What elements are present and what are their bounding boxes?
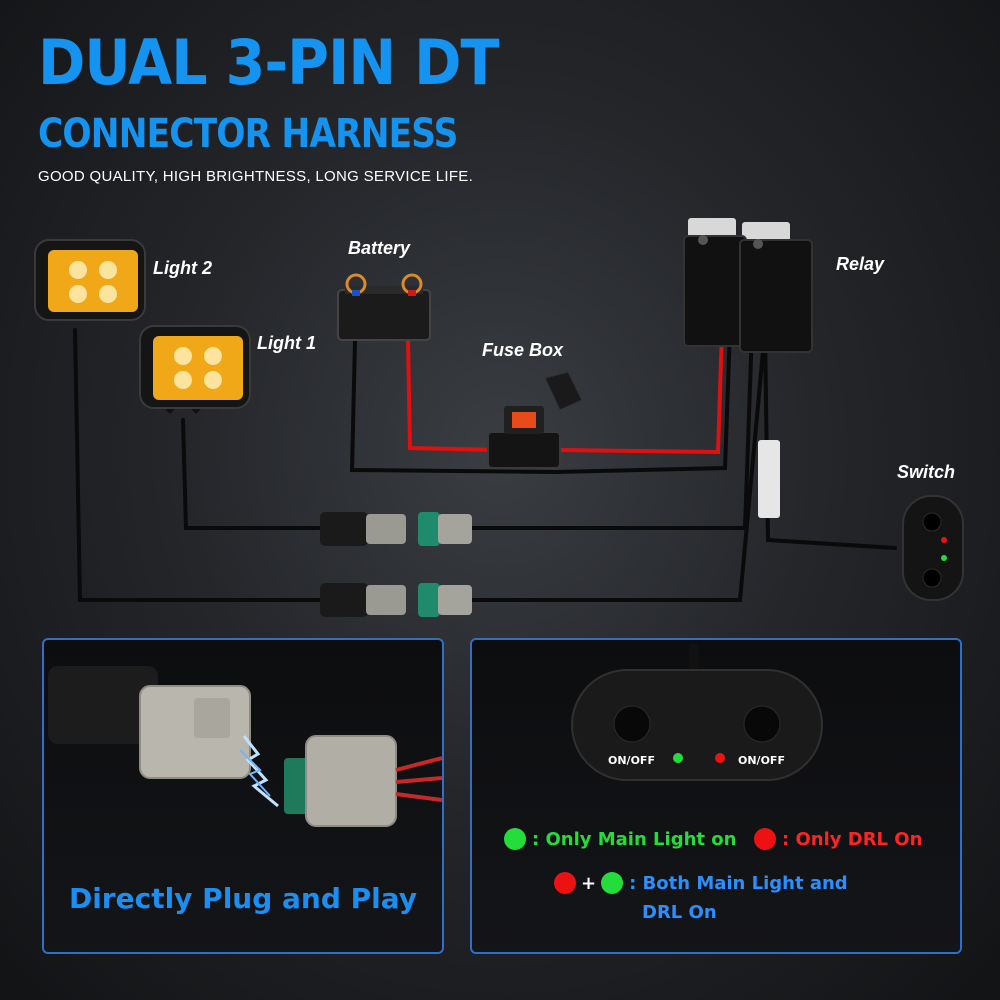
red-led — [715, 753, 725, 763]
plug-and-play-panel: Directly Plug and Play — [42, 638, 444, 954]
relay-label: Relay — [836, 254, 885, 274]
switch-button-left — [613, 705, 651, 743]
male-plug-boot — [48, 666, 158, 744]
green-led — [673, 753, 683, 763]
switch-legend-panel: ON/OFF ON/OFF : Only Main Light on : Onl… — [470, 638, 962, 954]
switch-button-right — [743, 705, 781, 743]
plug-and-play-caption: Directly Plug and Play — [68, 882, 418, 915]
switch-onoff-left: ON/OFF — [608, 754, 655, 767]
legend-both-line2: DRL On — [642, 902, 717, 923]
switch-closeup — [571, 644, 823, 781]
harness-wires — [73, 328, 897, 602]
inline-connector — [758, 440, 780, 518]
red-dot-icon — [554, 872, 576, 894]
fuse-box-icon — [487, 371, 583, 469]
light-1-label: Light 1 — [257, 333, 316, 353]
legend-red-only: : Only DRL On — [754, 828, 922, 850]
headline-subtitle: CONNECTOR HARNESS — [38, 111, 458, 157]
green-dot-icon — [601, 872, 624, 894]
switch-label: Switch — [897, 462, 956, 482]
dt-connector-closeup — [48, 666, 442, 827]
switch-icon — [902, 495, 964, 601]
switch-housing — [571, 669, 823, 781]
light-1-icon — [139, 325, 251, 414]
battery-label: Battery — [348, 238, 411, 258]
headline-title: DUAL 3-PIN DT — [38, 26, 499, 99]
relay-icon — [683, 218, 813, 353]
green-dot-icon — [504, 828, 526, 850]
spark-icon — [242, 735, 279, 808]
wiring-diagram — [34, 218, 964, 617]
legend-both: + : Both Main Light and — [554, 872, 848, 894]
switch-onoff-right: ON/OFF — [738, 754, 785, 767]
fuse-box-label: Fuse Box — [482, 340, 564, 360]
red-dot-icon — [754, 828, 776, 850]
dt-connector-pair-2 — [320, 583, 472, 617]
light-2-icon — [34, 239, 146, 321]
legend-green-only: : Only Main Light on — [504, 828, 736, 850]
positive-wire — [406, 329, 724, 455]
light-2-label: Light 2 — [153, 258, 212, 278]
tagline: GOOD QUALITY, HIGH BRIGHTNESS, LONG SERV… — [38, 168, 474, 185]
battery-icon — [337, 273, 431, 341]
dt-connector-pair-1 — [320, 512, 472, 546]
female-plug-body — [305, 735, 397, 827]
